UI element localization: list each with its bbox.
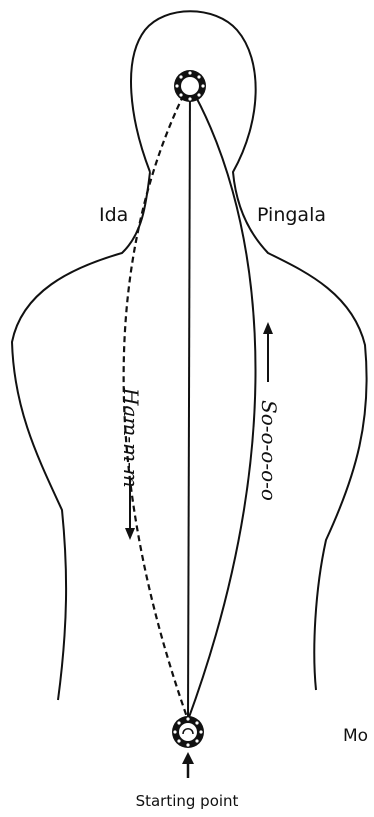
base-chakra-icon bbox=[172, 716, 204, 748]
pingala-label: Pingala bbox=[257, 204, 326, 226]
so-mantra-label: So-o-o-o-o bbox=[257, 400, 281, 501]
ham-mantra-label: Ham-m-m bbox=[119, 387, 143, 488]
crown-chakra-icon bbox=[174, 70, 206, 102]
cutoff-label: Mo bbox=[343, 726, 368, 746]
ida-label: Ida bbox=[99, 204, 128, 226]
pingala-channel bbox=[188, 86, 256, 720]
start-arrow-icon bbox=[182, 752, 194, 778]
central-channel bbox=[188, 86, 190, 720]
ham-mantra: Ham-m-m bbox=[119, 387, 143, 540]
starting-point-label: Starting point bbox=[136, 792, 239, 810]
so-mantra: So-o-o-o-o bbox=[257, 322, 281, 501]
